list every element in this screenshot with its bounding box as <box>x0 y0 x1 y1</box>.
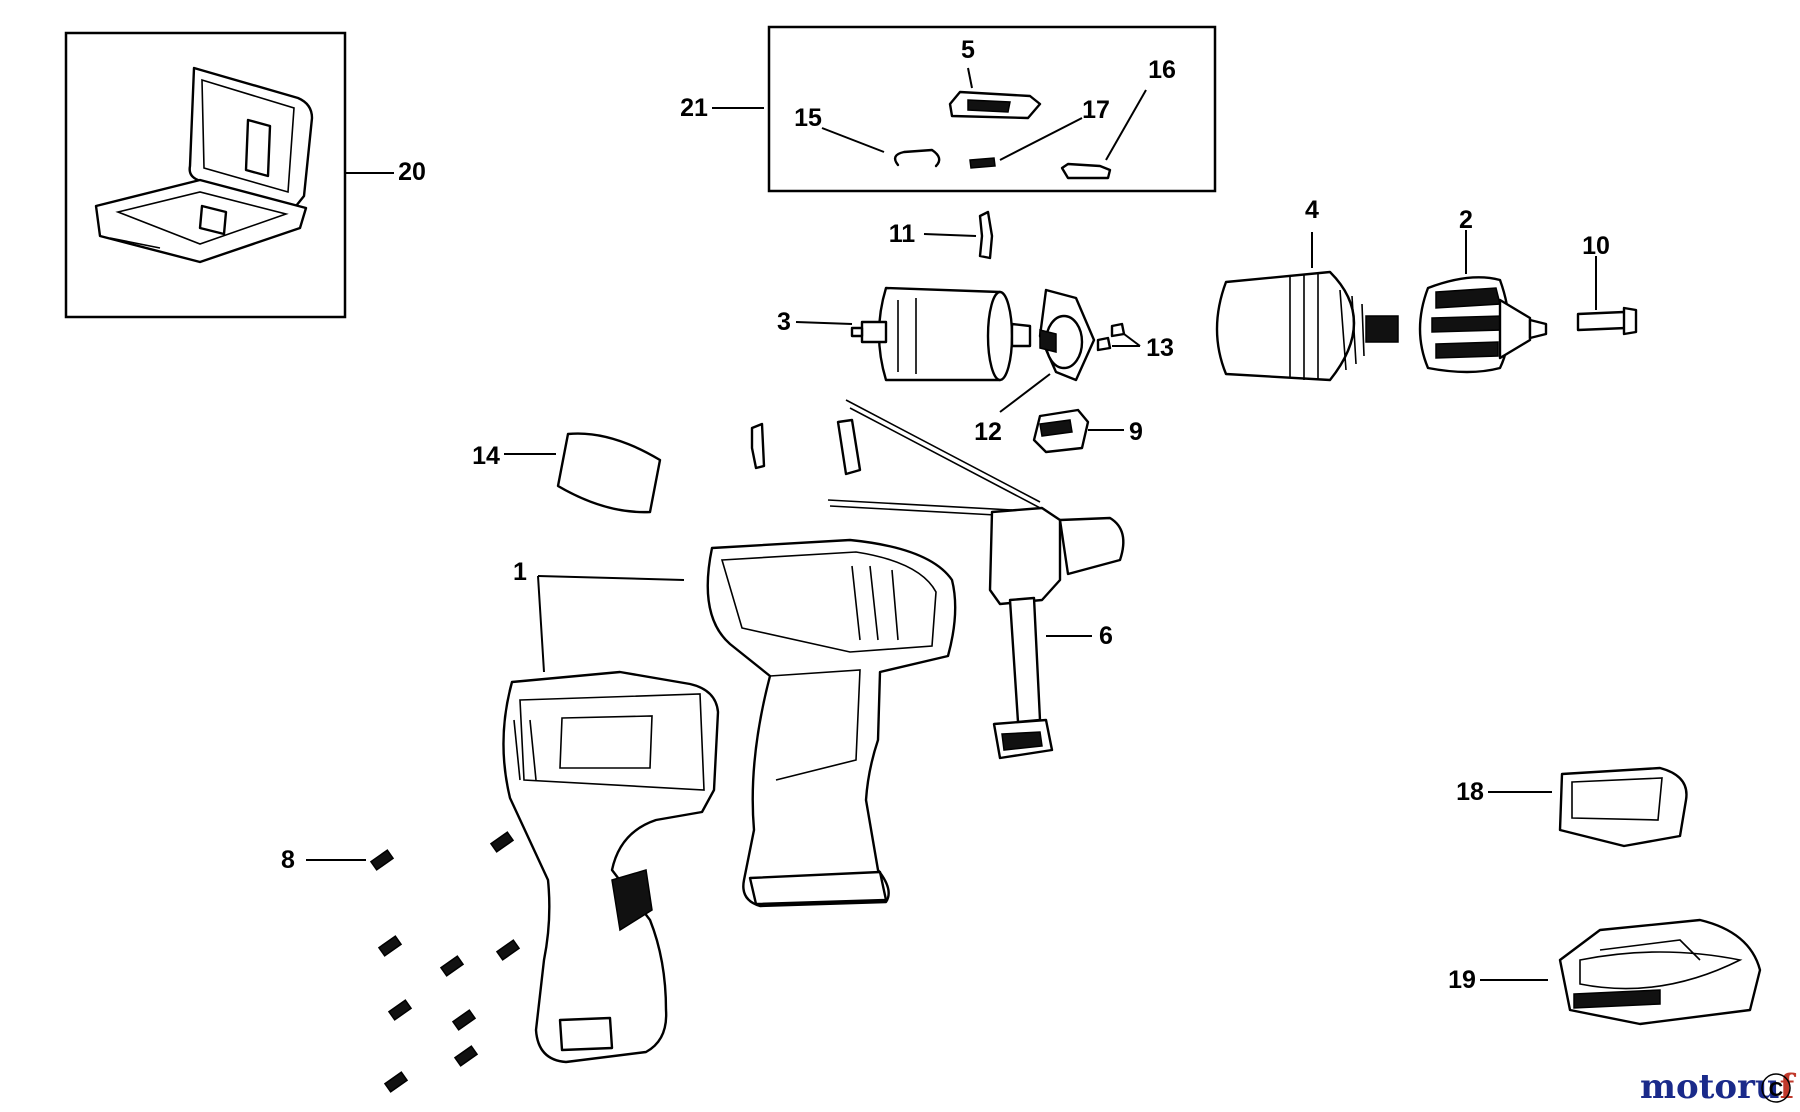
part-11-clip[interactable] <box>978 210 994 260</box>
callout-15: 15 <box>794 104 822 132</box>
callout-16: 16 <box>1148 56 1176 84</box>
part-6-switch-wires[interactable] <box>827 399 1125 760</box>
svg-text:motoruf: motoruf <box>1640 1067 1797 1107</box>
watermark-logo: motoruf C <box>1640 1067 1797 1107</box>
callout-1: 1 <box>513 558 527 586</box>
part-1-housing-left[interactable] <box>502 670 720 1064</box>
part-1-housing-right[interactable] <box>706 538 957 908</box>
callout-18: 18 <box>1456 778 1484 806</box>
callout-5: 5 <box>961 36 975 64</box>
part-19-charger[interactable] <box>1558 918 1762 1026</box>
callout-2: 2 <box>1459 206 1473 234</box>
part-15-wire-spring <box>893 148 941 168</box>
part-20-carry-case[interactable] <box>64 31 347 319</box>
part-14-label[interactable] <box>556 432 662 514</box>
callout-17: 17 <box>1082 96 1110 124</box>
part-2-chuck[interactable] <box>1418 276 1548 374</box>
part-17-spring <box>969 157 996 169</box>
part-21-switch-assembly[interactable] <box>767 25 1217 193</box>
part-10-chuck-screw[interactable] <box>1576 306 1638 336</box>
callout-9: 9 <box>1129 418 1143 446</box>
clip-right <box>836 418 862 476</box>
callout-13: 13 <box>1146 334 1174 362</box>
part-13-screws[interactable] <box>1096 322 1126 352</box>
callout-8: 8 <box>281 846 295 874</box>
watermark-text-main: motoru <box>1640 1067 1780 1107</box>
callout-11: 11 <box>889 220 916 248</box>
callout-14: 14 <box>472 442 500 470</box>
clip-left <box>750 422 766 470</box>
watermark-corner: C <box>1769 1079 1783 1101</box>
callout-21: 21 <box>680 94 708 122</box>
callout-10: 10 <box>1582 232 1610 260</box>
callout-12: 12 <box>974 418 1002 446</box>
part-8-screws[interactable] <box>369 831 521 1093</box>
callout-6: 6 <box>1099 622 1113 650</box>
part-16-lever <box>1060 162 1112 180</box>
part-4-gearbox[interactable] <box>1215 270 1399 382</box>
part-18-battery[interactable] <box>1558 766 1688 848</box>
callout-3: 3 <box>777 308 791 336</box>
callout-20: 20 <box>398 158 426 186</box>
callout-labels: 1 2 3 4 5 6 8 9 10 11 12 13 14 15 16 17 … <box>281 36 1610 994</box>
part-5-slider <box>948 90 1042 120</box>
leader-lines <box>306 67 1597 981</box>
callout-4: 4 <box>1305 196 1319 224</box>
part-3-motor[interactable] <box>850 286 1032 382</box>
part-12-endplate[interactable] <box>1038 288 1096 382</box>
callout-19: 19 <box>1448 966 1476 994</box>
part-9-switch-actuator[interactable] <box>1032 408 1090 454</box>
